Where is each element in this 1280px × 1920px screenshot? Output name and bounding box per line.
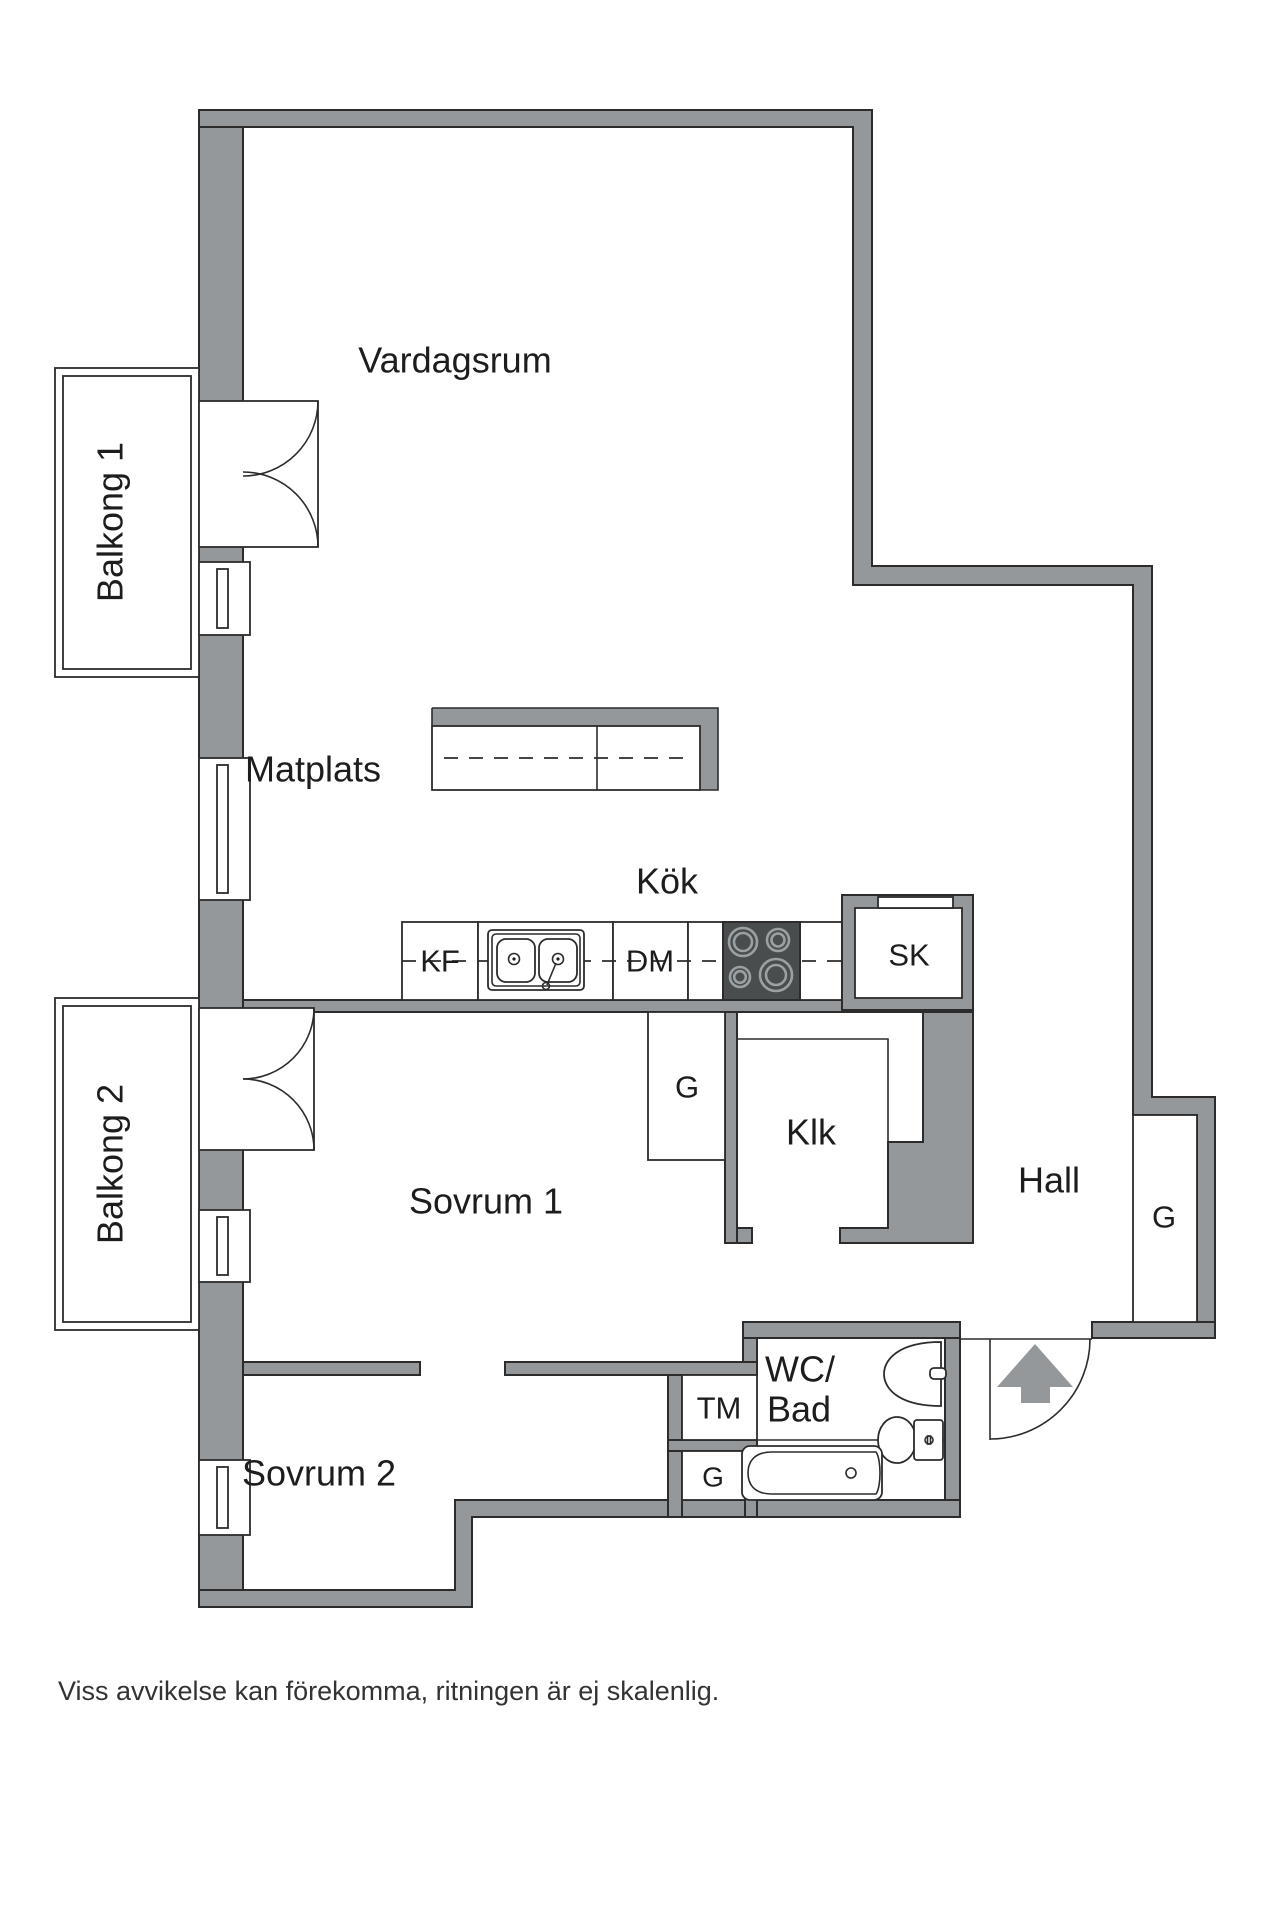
entry-door bbox=[960, 1338, 1092, 1440]
bottom-wall bbox=[198, 1499, 961, 1608]
disclaimer-text: Viss avvikelse kan förekomma, ritningen … bbox=[58, 1676, 719, 1706]
entry-wall bbox=[1091, 1321, 1216, 1339]
label-g-kitchen: G bbox=[675, 1070, 699, 1105]
label-g-bath: G bbox=[702, 1462, 724, 1493]
klk-door-stub bbox=[736, 1227, 753, 1244]
toilet-icon bbox=[877, 1416, 944, 1464]
room-label-matplats: Matplats bbox=[245, 749, 381, 790]
sovrum-divider-right bbox=[504, 1361, 758, 1376]
room-label-wc-line2: Bad bbox=[767, 1389, 831, 1430]
klk-wall bbox=[839, 1011, 974, 1244]
room-label-wc-line1: WC/ bbox=[765, 1349, 835, 1390]
balcony-1: Balkong 1 bbox=[54, 367, 200, 678]
label-sk: SK bbox=[888, 938, 930, 973]
kitchen-counter bbox=[401, 921, 844, 1001]
label-g-hall: G bbox=[1152, 1200, 1176, 1235]
balcony-door-1 bbox=[198, 400, 319, 548]
balcony-2: Balkong 2 bbox=[54, 997, 200, 1331]
sink-icon bbox=[487, 929, 585, 991]
room-label-hall: Hall bbox=[1018, 1160, 1080, 1201]
entry-arrow-icon bbox=[997, 1344, 1073, 1403]
sk-closet bbox=[841, 894, 974, 1011]
dishwasher-box bbox=[612, 921, 689, 1001]
label-tm: TM bbox=[697, 1391, 742, 1426]
label-kf: KF bbox=[420, 944, 460, 979]
bathtub-icon bbox=[741, 1445, 883, 1501]
washing-machine-box bbox=[681, 1374, 758, 1441]
wardrobe-wall bbox=[724, 1011, 738, 1244]
balcony-door-2 bbox=[198, 1007, 315, 1151]
kitchen-island bbox=[431, 707, 719, 791]
klk-inner-line bbox=[737, 1038, 889, 1142]
window-vardagsrum bbox=[198, 561, 251, 636]
room-label-klk: Klk bbox=[786, 1112, 837, 1153]
window-sovrum1 bbox=[198, 1209, 251, 1283]
balcony-2-label: Balkong 2 bbox=[90, 1084, 131, 1244]
window-sovrum2 bbox=[198, 1459, 251, 1536]
wc-top-wall bbox=[742, 1321, 961, 1339]
balcony-1-label: Balkong 1 bbox=[90, 442, 131, 602]
washbasin-icon bbox=[883, 1341, 947, 1407]
wc-right-wall bbox=[944, 1337, 961, 1501]
stove-icon bbox=[722, 921, 801, 1001]
room-label-kok: Kök bbox=[636, 861, 699, 902]
window-matplats bbox=[198, 757, 251, 901]
label-dm: DM bbox=[626, 944, 674, 979]
sovrum-divider-left bbox=[242, 1361, 421, 1376]
wardrobe-kitchen bbox=[647, 1011, 726, 1161]
room-label-vardagsrum: Vardagsrum bbox=[358, 340, 551, 381]
room-label-sovrum2: Sovrum 2 bbox=[242, 1453, 396, 1494]
wardrobe-hall bbox=[1132, 1114, 1198, 1323]
room-label-sovrum1: Sovrum 1 bbox=[409, 1181, 563, 1222]
